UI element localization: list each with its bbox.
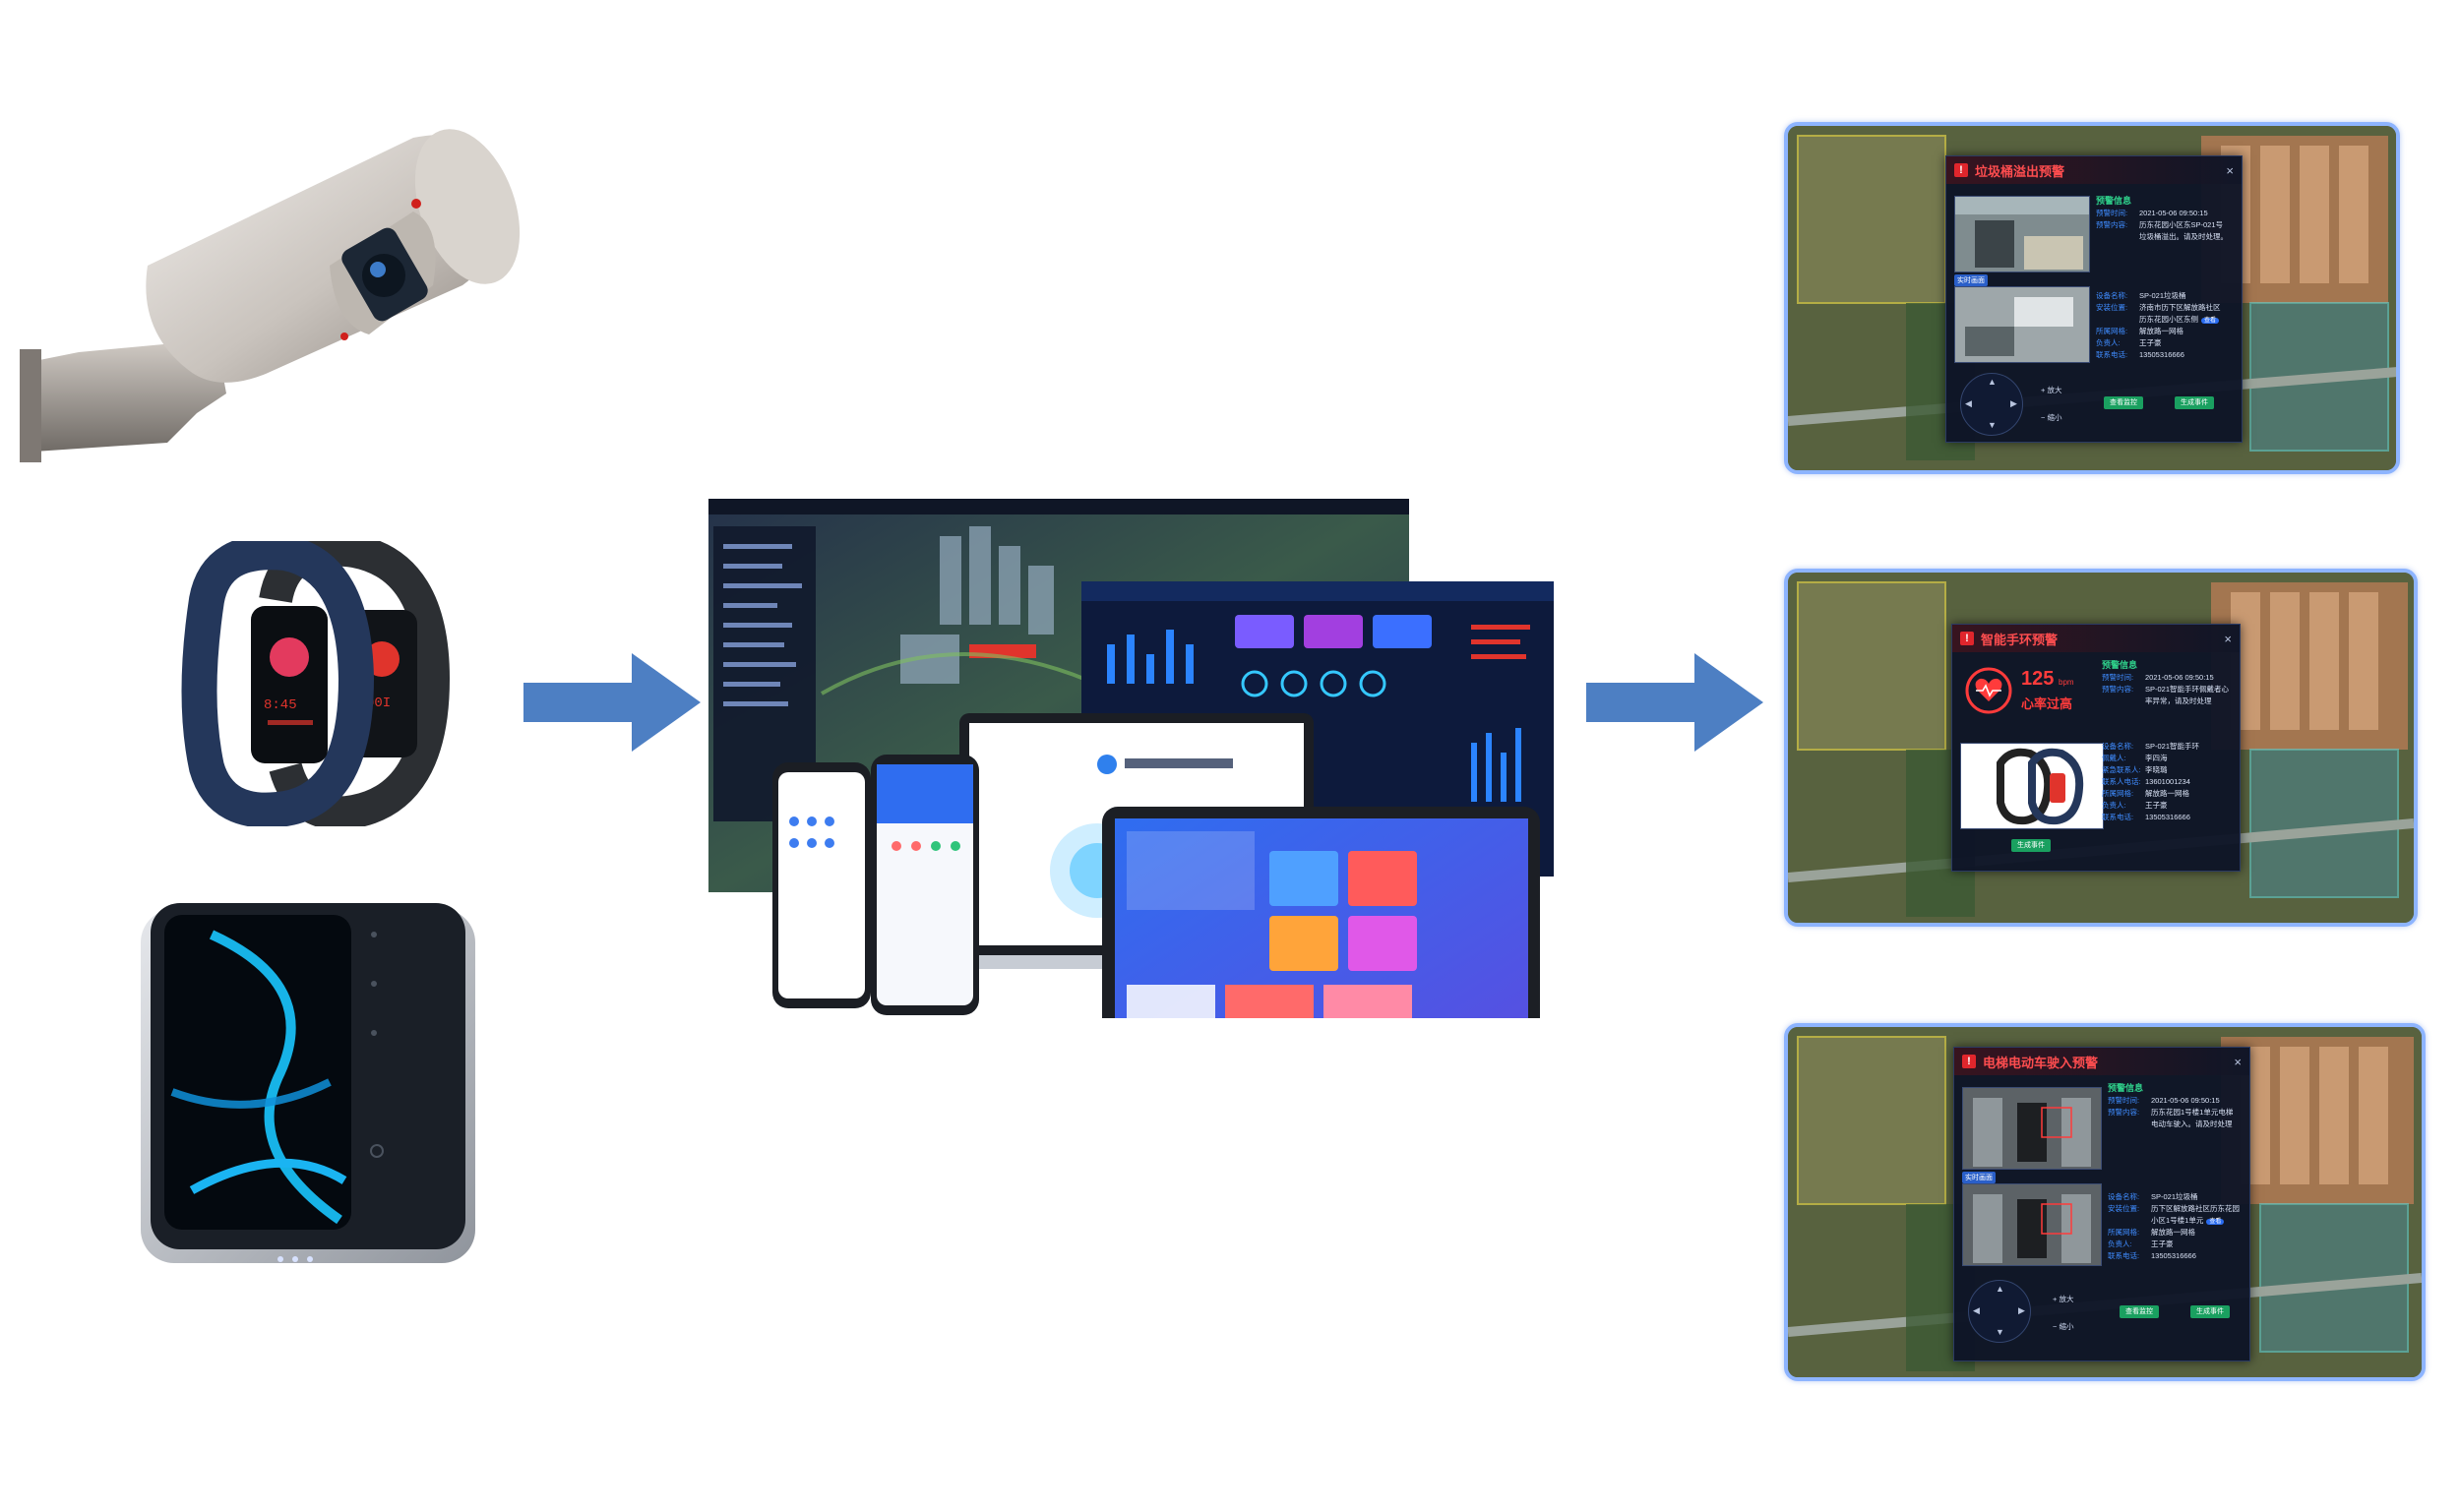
ptz-right-icon[interactable]: ▶ xyxy=(2010,398,2017,408)
alert-info-heading: 预警信息 xyxy=(2108,1083,2144,1093)
popup-title: 垃圾桶溢出预警 xyxy=(1975,163,2065,179)
device-detail-row: 所属网格:解放路一网格 xyxy=(2108,1228,2195,1237)
alert-info-row: 垃圾桶溢出。请及时处理。 xyxy=(2139,232,2228,241)
flow-arrow-right-icon xyxy=(1586,653,1763,752)
device-detail-row: 联系人电话:13601001234 xyxy=(2102,777,2190,786)
alert-popup: ! 垃圾桶溢出预警 × 实时画面 预警信息 预警时间:2021-05-06 09… xyxy=(1945,155,2243,443)
zoom-in-button[interactable]: + 放大 xyxy=(2041,386,2062,394)
heart-rate-unit: bpm xyxy=(2059,678,2074,687)
device-detail-row: 设备名称:SP-021垃圾桶 xyxy=(2096,291,2186,300)
svg-text:8:45: 8:45 xyxy=(264,697,297,713)
popup-header: ! 智能手环预警 × xyxy=(1952,625,2240,652)
close-icon[interactable]: × xyxy=(2226,162,2234,178)
ptz-right-icon[interactable]: ▶ xyxy=(2018,1305,2025,1315)
popup-title: 电梯电动车驶入预警 xyxy=(1983,1055,2099,1070)
device-detail-row: 佩戴人:李四海 xyxy=(2102,754,2168,762)
ptz-down-icon[interactable]: ▼ xyxy=(1996,1327,2004,1337)
device-detail-row: 安装位置:济南市历下区解放路社区 xyxy=(2096,303,2221,312)
generate-event-button[interactable]: 生成事件 xyxy=(2175,396,2214,409)
alert-info-row: 电动车驶入。请及时处理 xyxy=(2151,1119,2233,1128)
warning-icon: ! xyxy=(1962,1055,1976,1068)
alert-info-row: 预警内容:SP-021智能手环佩戴者心 xyxy=(2102,685,2230,694)
live-view-label: 实时画面 xyxy=(1962,1172,1996,1183)
alert-info-row: 率异常，请及时处理 xyxy=(2145,696,2212,705)
warning-icon: ! xyxy=(1960,632,1974,645)
heart-rate-icon xyxy=(1965,667,2012,714)
device-detail-row: 小区1号楼1单元查看 xyxy=(2108,1215,2225,1228)
alert-popup: ! 智能手环预警 × 125 bpm 心率过高 预警信息 预警时间:2021-0… xyxy=(1951,624,2241,872)
live-camera-feed xyxy=(1962,1183,2102,1266)
device-detail-row: 负责人:王子豪 xyxy=(2108,1240,2174,1248)
alert-panel-wristband: ! 智能手环预警 × 125 bpm 心率过高 预警信息 预警时间:2021-0… xyxy=(1784,569,2418,927)
zoom-out-button[interactable]: − 缩小 xyxy=(2041,413,2062,422)
device-detail-row: 设备名称:SP-021智能手环 xyxy=(2102,742,2200,751)
device-detail-row: 联系电话:13505316666 xyxy=(2096,350,2184,359)
ptz-direction-pad[interactable]: ▲ ▼ ◀ ▶ xyxy=(1960,373,2023,436)
alert-info-row: 预警内容:历东花园1号楼1单元电梯 xyxy=(2108,1108,2234,1117)
view-location-badge[interactable]: 查看 xyxy=(2201,318,2220,324)
device-detail-row: 紧急联系人:李晓璐 xyxy=(2102,765,2168,774)
device-detail-row: 安装位置:历下区解放路社区历东花园 xyxy=(2108,1204,2240,1213)
alert-panel-trash-overflow: ! 垃圾桶溢出预警 × 实时画面 预警信息 预警时间:2021-05-06 09… xyxy=(1784,122,2400,474)
ptz-up-icon[interactable]: ▲ xyxy=(1996,1284,2004,1294)
heart-rate-value: 125 xyxy=(2021,668,2055,690)
flow-arrow-right-icon xyxy=(523,653,701,752)
device-detail-row: 历东花园小区东侧查看 xyxy=(2096,314,2220,327)
security-camera-icon xyxy=(20,129,521,462)
alert-popup: ! 电梯电动车驶入预警 × 实时画面 预警信息 预警时间:2021-05-06 … xyxy=(1953,1047,2250,1361)
access-control-panel-icon xyxy=(141,903,475,1263)
ptz-down-icon[interactable]: ▼ xyxy=(1988,420,1997,430)
live-view-label: 实时画面 xyxy=(1954,274,1988,286)
view-monitor-button[interactable]: 查看监控 xyxy=(2104,396,2143,409)
close-icon[interactable]: × xyxy=(2224,631,2232,646)
warning-icon: ! xyxy=(1954,163,1968,177)
zoom-out-button[interactable]: − 缩小 xyxy=(2053,1322,2074,1331)
device-detail-row: 负责人:王子豪 xyxy=(2102,801,2168,810)
generate-event-button[interactable]: 生成事件 xyxy=(2190,1305,2230,1318)
ptz-left-icon[interactable]: ◀ xyxy=(1965,398,1972,408)
close-icon[interactable]: × xyxy=(2234,1054,2242,1069)
ptz-direction-pad[interactable]: ▲ ▼ ◀ ▶ xyxy=(1968,1280,2031,1343)
device-detail-row: 负责人:王子豪 xyxy=(2096,338,2162,347)
popup-header: ! 垃圾桶溢出预警 × xyxy=(1946,156,2242,184)
device-detail-row: 联系电话:13505316666 xyxy=(2108,1251,2196,1260)
device-detail-row: 所属网格:解放路一网格 xyxy=(2102,789,2189,798)
ptz-left-icon[interactable]: ◀ xyxy=(1973,1305,1980,1315)
alert-info-heading: 预警信息 xyxy=(2096,196,2132,206)
view-location-badge[interactable]: 查看 xyxy=(2206,1219,2225,1225)
elevator-snapshot xyxy=(1962,1087,2102,1170)
live-camera-feed xyxy=(1954,286,2090,363)
alert-info-row: 预警时间:2021-05-06 09:50:15 xyxy=(2096,209,2208,217)
popup-header: ! 电梯电动车驶入预警 × xyxy=(1954,1048,2249,1075)
popup-title: 智能手环预警 xyxy=(1981,632,2059,647)
platform-multi-screen-icon xyxy=(708,499,1554,1018)
smart-wristband-icon: 00I 8:45 xyxy=(181,541,451,826)
alert-panel-elevator-ebike: ! 电梯电动车驶入预警 × 实时画面 预警信息 预警时间:2021-05-06 … xyxy=(1784,1023,2426,1381)
alert-info-heading: 预警信息 xyxy=(2102,660,2138,670)
ptz-up-icon[interactable]: ▲ xyxy=(1988,377,1997,387)
alert-info-row: 预警内容:历东花园小区东SP-021号 xyxy=(2096,220,2224,229)
wristband-device-photo xyxy=(1960,743,2104,829)
alert-info-row: 预警时间:2021-05-06 09:50:15 xyxy=(2108,1096,2220,1105)
heart-rate-status: 心率过高 xyxy=(2021,696,2073,711)
device-detail-row: 所属网格:解放路一网格 xyxy=(2096,327,2183,335)
alert-info-row: 预警时间:2021-05-06 09:50:15 xyxy=(2102,673,2214,682)
trash-bin-snapshot xyxy=(1954,196,2090,272)
zoom-in-button[interactable]: + 放大 xyxy=(2053,1295,2074,1303)
view-monitor-button[interactable]: 查看监控 xyxy=(2120,1305,2159,1318)
device-detail-row: 设备名称:SP-021垃圾桶 xyxy=(2108,1192,2198,1201)
generate-event-button[interactable]: 生成事件 xyxy=(2011,839,2051,852)
device-detail-row: 联系电话:13505316666 xyxy=(2102,813,2190,821)
